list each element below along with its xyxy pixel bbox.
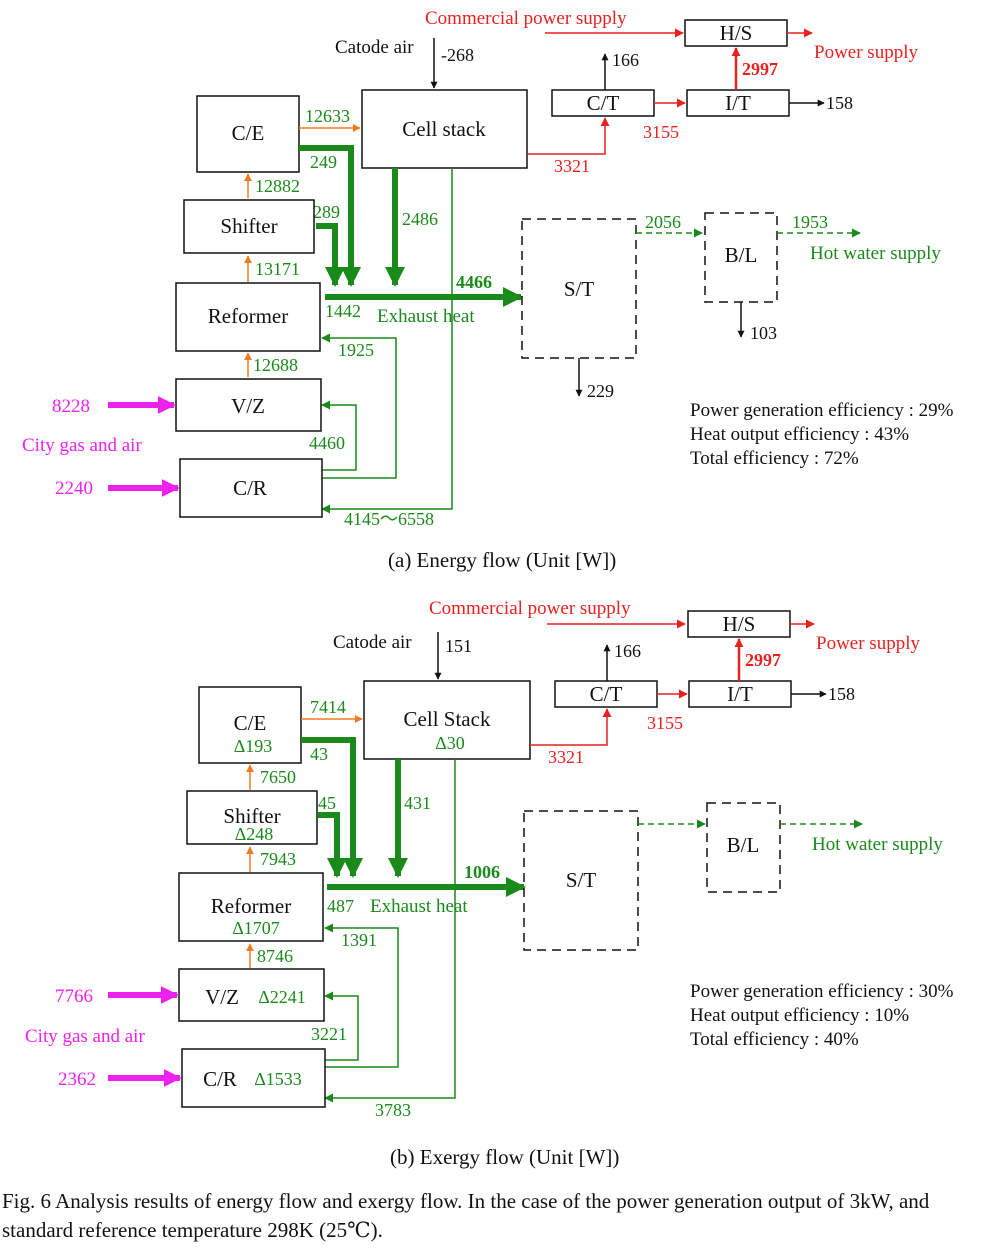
ct-box-label: C/T bbox=[587, 91, 620, 115]
cell-to-cr-value: 4145～6558 bbox=[344, 509, 434, 529]
reformer-exhaust-value: 1442 bbox=[325, 301, 361, 321]
shifter-exhaust-value: 289 bbox=[313, 202, 340, 222]
reformer-exhaust-value: 487 bbox=[327, 896, 354, 916]
shifter-exergy-loss: Δ248 bbox=[235, 824, 274, 844]
exergy-flow-diagram: Commercial power supply H/S Power supply… bbox=[25, 598, 954, 1169]
ce-to-cell-value: 12633 bbox=[305, 106, 350, 126]
power-supply-label: Power supply bbox=[816, 633, 920, 654]
ce-to-cell-value: 7414 bbox=[310, 697, 346, 717]
cell-to-ct-value: 3321 bbox=[548, 747, 584, 767]
vz-exergy-loss: Δ2241 bbox=[258, 987, 306, 1007]
figure-caption: Fig. 6 Analysis results of energy flow a… bbox=[2, 1189, 930, 1242]
exergy-caption: (b) Exergy flow (Unit [W]) bbox=[390, 1145, 619, 1169]
cr-box-label: C/R bbox=[203, 1067, 237, 1091]
city-gas-label: City gas and air bbox=[22, 435, 142, 456]
it-loss-value: 158 bbox=[828, 684, 855, 704]
commercial-power-label: Commercial power supply bbox=[425, 8, 627, 29]
ce-exhaust-value: 43 bbox=[310, 744, 328, 764]
it-box-label: I/T bbox=[725, 91, 751, 115]
shifter-to-ce-value: 7650 bbox=[260, 767, 296, 787]
vz-to-reformer-value: 12688 bbox=[253, 355, 298, 375]
cell-exhaust-value: 431 bbox=[404, 793, 431, 813]
cr-exergy-loss: Δ1533 bbox=[254, 1069, 302, 1089]
exhaust-total-value: 4466 bbox=[456, 272, 492, 292]
bl-output-value: 1953 bbox=[792, 212, 828, 232]
vz-to-reformer-value: 8746 bbox=[257, 946, 293, 966]
ce-box-label: C/E bbox=[234, 711, 267, 735]
cr-to-reformer-value: 1391 bbox=[341, 930, 377, 950]
ct-loss-value: 166 bbox=[614, 641, 641, 661]
st-box-label: S/T bbox=[566, 868, 597, 892]
cr-to-vz-value: 3221 bbox=[311, 1024, 347, 1044]
power-efficiency-text: Power generation efficiency : 30% bbox=[690, 981, 954, 1002]
cr-box-label: C/R bbox=[233, 476, 267, 500]
ce-exergy-loss: Δ193 bbox=[234, 736, 273, 756]
cell-to-cr-value: 3783 bbox=[375, 1100, 411, 1120]
cell-to-ct-value: 3321 bbox=[554, 156, 590, 176]
it-output-value: 2997 bbox=[745, 650, 781, 670]
total-efficiency-text: Total efficiency : 40% bbox=[690, 1029, 859, 1050]
reformer-to-shifter-value: 7943 bbox=[260, 849, 296, 869]
cr-to-vz-value: 4460 bbox=[309, 433, 345, 453]
reformer-box-label: Reformer bbox=[208, 304, 288, 328]
hot-water-supply-label: Hot water supply bbox=[812, 834, 943, 855]
cell-stack-box-label: Cell Stack bbox=[404, 707, 491, 731]
shifter-box-label: Shifter bbox=[220, 214, 277, 238]
exhaust-heat-label: Exhaust heat bbox=[370, 896, 468, 917]
reformer-exergy-loss: Δ1707 bbox=[232, 918, 280, 938]
reformer-box-label: Reformer bbox=[211, 894, 291, 918]
city-gas-label: City gas and air bbox=[25, 1026, 145, 1047]
catode-air-value: -268 bbox=[441, 45, 474, 65]
power-efficiency-text: Power generation efficiency : 29% bbox=[690, 400, 954, 421]
st-loss-value: 229 bbox=[587, 381, 614, 401]
ct-to-it-value: 3155 bbox=[647, 713, 683, 733]
exhaust-total-value: 1006 bbox=[464, 862, 500, 882]
cr-input-value: 2240 bbox=[55, 478, 93, 499]
ce-box-label: C/E bbox=[232, 121, 265, 145]
it-output-value: 2997 bbox=[742, 59, 778, 79]
bl-loss-value: 103 bbox=[750, 323, 777, 343]
heat-efficiency-text: Heat output efficiency : 10% bbox=[690, 1005, 909, 1026]
vz-input-value: 8228 bbox=[52, 396, 90, 417]
st-box-label: S/T bbox=[564, 277, 595, 301]
ct-loss-value: 166 bbox=[612, 50, 639, 70]
ct-box-label: C/T bbox=[590, 682, 623, 706]
catode-air-label: Catode air bbox=[335, 37, 414, 58]
exhaust-heat-label: Exhaust heat bbox=[377, 306, 475, 327]
energy-flow-diagram: Commercial power supply H/S Power supply… bbox=[22, 8, 954, 572]
total-efficiency-text: Total efficiency : 72% bbox=[690, 448, 859, 469]
bl-box-label: B/L bbox=[725, 243, 758, 267]
cell-stack-box-label: Cell stack bbox=[402, 117, 486, 141]
shifter-to-ce-value: 12882 bbox=[255, 176, 300, 196]
it-box-label: I/T bbox=[727, 682, 753, 706]
hot-water-supply-label: Hot water supply bbox=[810, 243, 941, 264]
vz-box-label: V/Z bbox=[205, 985, 239, 1009]
cr-input-value: 2362 bbox=[58, 1069, 96, 1090]
catode-air-value: 151 bbox=[445, 636, 472, 656]
commercial-power-label: Commercial power supply bbox=[429, 598, 631, 619]
heat-efficiency-text: Heat output efficiency : 43% bbox=[690, 424, 909, 445]
power-supply-label: Power supply bbox=[814, 42, 918, 63]
hs-box-label: H/S bbox=[720, 21, 753, 45]
hs-box-label: H/S bbox=[723, 612, 756, 636]
st-to-bl-value: 2056 bbox=[645, 212, 681, 232]
it-loss-value: 158 bbox=[826, 93, 853, 113]
energy-caption: (a) Energy flow (Unit [W]) bbox=[388, 548, 616, 572]
vz-box-label: V/Z bbox=[231, 394, 265, 418]
cell-exergy-loss: Δ30 bbox=[435, 733, 465, 753]
cell-exhaust-value: 2486 bbox=[402, 209, 438, 229]
vz-input-value: 7766 bbox=[55, 986, 93, 1007]
cr-to-reformer-value: 1925 bbox=[338, 340, 374, 360]
ce-exhaust-value: 249 bbox=[310, 152, 337, 172]
shifter-box-label: Shifter bbox=[223, 804, 280, 828]
ct-to-it-value: 3155 bbox=[643, 122, 679, 142]
reformer-to-shifter-value: 13171 bbox=[255, 259, 300, 279]
catode-air-label: Catode air bbox=[333, 632, 412, 653]
shifter-exhaust-value: 45 bbox=[318, 793, 336, 813]
bl-box-label: B/L bbox=[727, 833, 760, 857]
